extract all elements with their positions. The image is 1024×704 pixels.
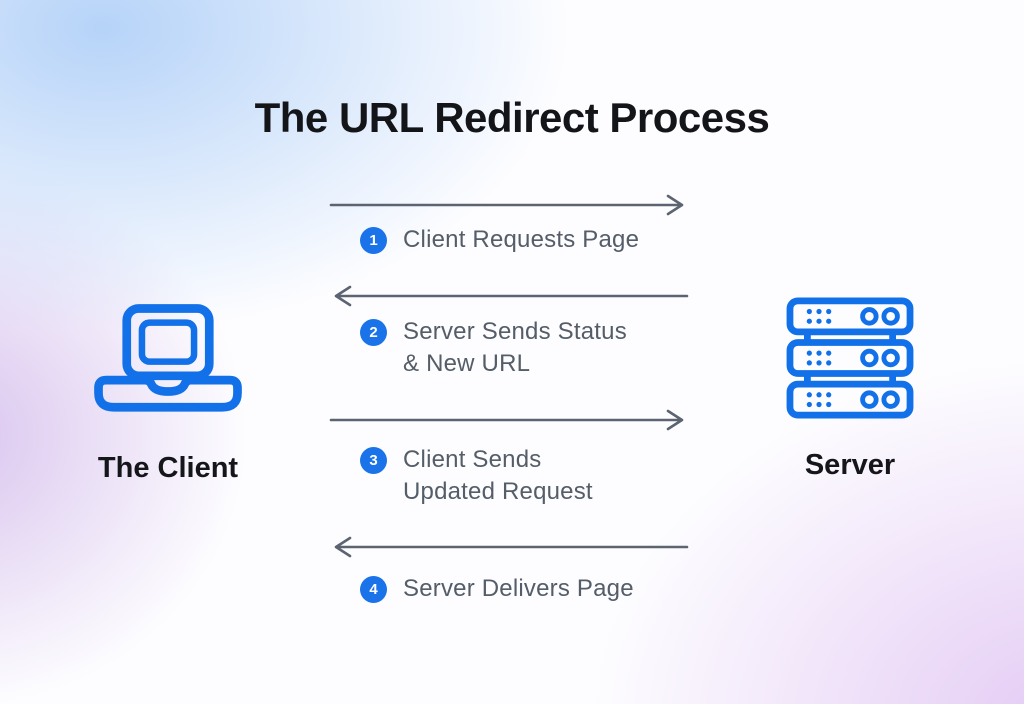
step-4-label: Server Delivers Page: [403, 573, 634, 605]
arrow-left-step-2: [329, 284, 689, 308]
step-3: 3 Client Sends Updated Request: [360, 444, 593, 507]
step-1-label: Client Requests Page: [403, 224, 639, 256]
client-label: The Client: [97, 452, 239, 484]
step-4-line-1: Server Delivers Page: [403, 575, 634, 602]
client-endpoint: The Client: [88, 303, 248, 485]
step-2: 2 Server Sends Status & New URL: [360, 316, 627, 379]
arrow-left-step-4: [329, 535, 689, 559]
step-2-number-badge: 2: [360, 319, 387, 346]
arrow-right-step-1: [329, 193, 689, 217]
step-3-line-2: Updated Request: [403, 477, 593, 505]
step-3-number-badge: 3: [360, 447, 387, 474]
step-4: 4 Server Delivers Page: [360, 573, 634, 605]
step-1: 1 Client Requests Page: [360, 224, 639, 256]
server-rack-icon: [780, 297, 920, 419]
step-3-line-1: Client Sends: [403, 446, 542, 473]
step-1-line-1: Client Requests Page: [403, 226, 640, 253]
server-endpoint: Server: [780, 297, 920, 482]
server-label: Server: [804, 449, 896, 481]
step-1-number-badge: 1: [360, 227, 387, 254]
laptop-icon: [88, 303, 248, 416]
step-2-label: Server Sends Status & New URL: [403, 316, 627, 379]
page-title: The URL Redirect Process: [254, 94, 770, 142]
step-2-line-1: Server Sends Status: [403, 318, 627, 345]
arrow-right-step-3: [329, 408, 689, 432]
step-3-label: Client Sends Updated Request: [403, 444, 593, 507]
step-4-number-badge: 4: [360, 576, 387, 603]
step-2-line-2: & New URL: [403, 349, 531, 377]
